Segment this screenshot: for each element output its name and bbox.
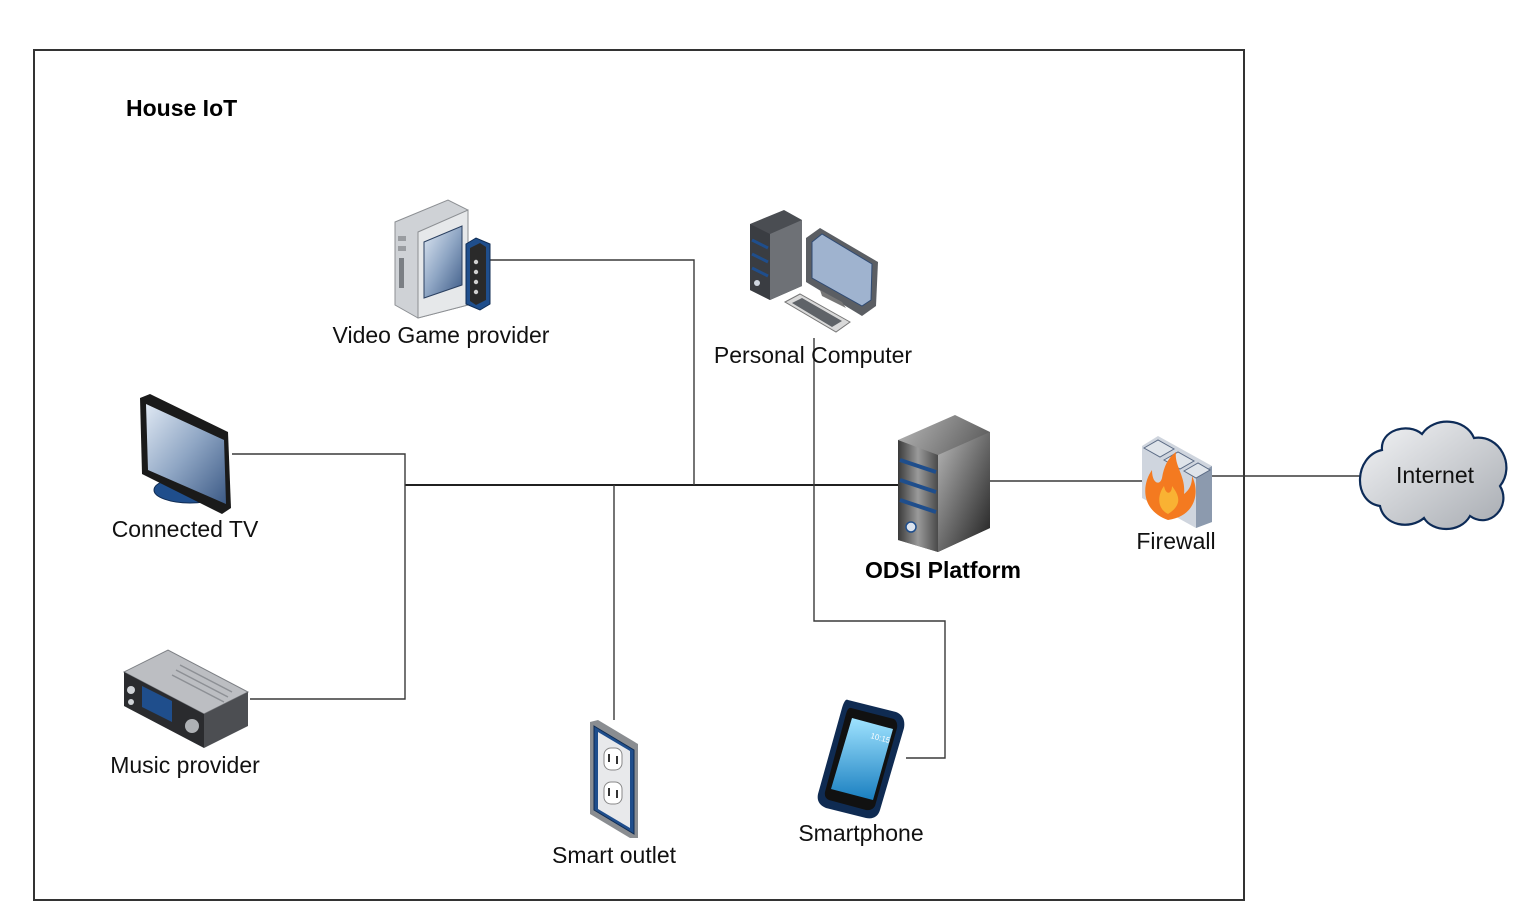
node-personal-computer[interactable]: Personal Computer [714,210,912,368]
node-video-game[interactable]: Video Game provider [333,199,550,348]
smartphone-icon: 10:15 [817,699,905,819]
node-music-provider[interactable]: Music provider [110,649,260,778]
node-internet[interactable]: Internet [1358,420,1508,530]
house-iot-boundary [33,49,1245,901]
game-console-icon [394,199,491,319]
tv-icon [140,394,231,514]
video-game-link [490,259,695,485]
personal-computer-label: Personal Computer [714,342,912,368]
music-provider-label: Music provider [110,752,260,778]
cloud-icon [1358,420,1508,530]
node-firewall[interactable]: Firewall [1136,436,1216,554]
odsi-platform-label: ODSI Platform [865,557,1021,583]
desktop-computer-icon [750,210,878,333]
connected-tv-label: Connected TV [112,516,259,542]
tv-music-link [232,453,406,700]
server-icon [898,415,990,552]
node-smart-outlet[interactable]: Smart outlet [552,720,677,868]
connections [232,259,1362,759]
firewall-icon [1142,436,1212,528]
video-game-label: Video Game provider [333,322,550,348]
stereo-receiver-icon [122,649,250,748]
node-smartphone[interactable]: 10:15 Smartphone [798,699,924,846]
smartphone-label: Smartphone [798,820,923,846]
pc-smartphone-link [813,338,946,759]
house-iot-title: House IoT [126,95,237,121]
smart-outlet-label: Smart outlet [552,842,677,868]
internet-label: Internet [1396,462,1475,488]
node-connected-tv[interactable]: Connected TV [112,394,259,542]
node-odsi-platform[interactable]: ODSI Platform [865,415,1021,583]
power-outlet-icon [590,720,638,838]
firewall-label: Firewall [1136,528,1215,554]
